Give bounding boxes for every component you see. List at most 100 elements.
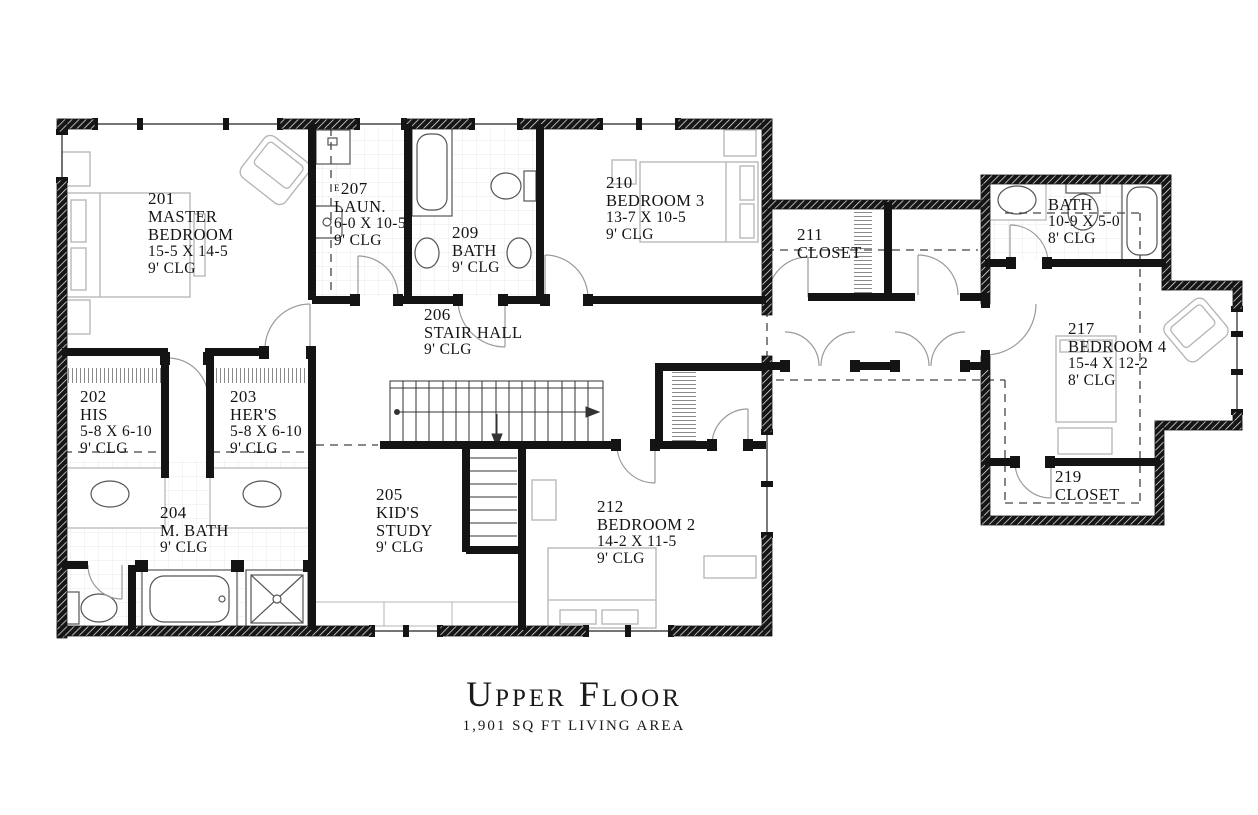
room-ceiling: 9' CLG	[376, 538, 424, 556]
room-dims: 15-5 X 14-5	[148, 242, 229, 260]
armchair-master	[239, 134, 311, 206]
room-label-bedroom-2: 212 BEDROOM 2 14-2 X 11-5 9' CLG	[597, 497, 695, 568]
room-dims: 5-8 X 6-10	[230, 423, 303, 441]
sink-icon	[242, 480, 282, 508]
room-label-closet-219: 219 CLOSET	[1055, 467, 1120, 505]
door-corridor-right	[930, 331, 966, 367]
room-ceiling: 9' CLG	[334, 231, 382, 249]
room-number: 212	[597, 497, 624, 516]
room-dims: 10-9 X 5-0	[1048, 212, 1121, 230]
room-number: 205	[376, 485, 403, 504]
toilet-icon	[523, 170, 537, 202]
room-label-bedroom-4: 217 BEDROOM 4 15-4 X 12-2 8' CLG	[1068, 319, 1167, 390]
room-name: BATH	[452, 241, 497, 261]
room-label-kids-study: 205 KID'S STUDY 9' CLG	[376, 485, 434, 557]
builtin-desk	[313, 601, 523, 627]
stairs	[313, 380, 604, 627]
electrical-panel-marker: E	[334, 183, 340, 193]
room-name: BEDROOM 4	[1068, 337, 1167, 357]
door-master	[264, 303, 311, 350]
room-ceiling: 9' CLG	[452, 259, 500, 277]
closet-shelving	[64, 206, 872, 443]
room-dims: 14-2 X 11-5	[597, 533, 677, 551]
room-name: BEDROOM 3	[606, 191, 705, 211]
room-number: 207	[340, 179, 368, 198]
room-label-his-closet: 202 HIS 5-8 X 6-10 9' CLG	[80, 387, 152, 458]
room-name: MASTER BEDROOM	[148, 207, 234, 245]
interior-walls	[62, 124, 1166, 630]
room-number: 211	[797, 225, 824, 244]
door-bedroom2-closet	[711, 408, 749, 446]
stair-direction-arrow	[585, 406, 601, 418]
room-dims: 13-7 X 10-5	[606, 209, 687, 227]
exterior-walls	[56, 118, 1243, 639]
room-number: 209	[452, 223, 479, 242]
door-closet211	[767, 256, 809, 298]
sink-icon	[997, 185, 1037, 215]
room-label-master-bedroom: 201 MASTER BEDROOM 15-5 X 14-5 9' CLG	[148, 189, 243, 277]
bed-bedroom2	[547, 547, 657, 629]
room-label-bath-209: 209 BATH 9' CLG	[452, 223, 500, 277]
plan-title: Upper Floor	[466, 674, 682, 714]
room-ceiling: 8' CLG	[1048, 229, 1096, 247]
door-corridor-right	[894, 331, 930, 367]
room-name: CLOSET	[797, 243, 862, 263]
door-hall-closet	[917, 254, 959, 296]
room-ceiling: 9' CLG	[230, 439, 278, 457]
room-name: KID'S STUDY	[376, 503, 434, 541]
stair-arrow-start	[394, 409, 400, 415]
room-label-master-bath: 204 M. BATH 9' CLG	[160, 503, 229, 557]
room-ceiling: 9' CLG	[148, 259, 196, 277]
door-bedroom3	[544, 254, 589, 299]
door-bath209	[457, 299, 506, 348]
title-block: Upper Floor 1,901 SQ FT LIVING AREA	[399, 674, 749, 735]
armchair-bedroom4	[1163, 297, 1229, 363]
room-ceiling: 9' CLG	[424, 341, 472, 359]
room-dims: 15-4 X 12-2	[1068, 355, 1149, 373]
room-ceiling: 9' CLG	[80, 439, 128, 457]
sink-icon	[414, 237, 440, 269]
room-name: LAUN.	[334, 197, 386, 217]
room-name: M. BATH	[160, 521, 229, 541]
room-ceiling: 9' CLG	[597, 549, 645, 567]
room-label-laundry: E207 LAUN. 6-0 X 10-5 9' CLG	[334, 179, 407, 250]
plan-subtitle: 1,901 SQ FT LIVING AREA	[462, 717, 686, 734]
room-dims: 6-0 X 10-5	[334, 215, 407, 233]
room-ceiling: 8' CLG	[1068, 371, 1116, 389]
room-number: 203	[230, 387, 257, 406]
bench	[193, 213, 206, 277]
room-number: 217	[1068, 319, 1095, 338]
room-label-bedroom-3: 210 BEDROOM 3 13-7 X 10-5 9' CLG	[606, 173, 705, 244]
door-toilet-room	[87, 564, 123, 600]
room-ceiling: 9' CLG	[606, 225, 654, 243]
room-name: BATH	[1048, 195, 1093, 214]
room-name: STAIR HALL	[424, 323, 523, 343]
room-number: 201	[148, 189, 175, 208]
washer-icon	[315, 129, 351, 165]
door-bedroom4	[984, 303, 1037, 356]
room-name: HER'S	[230, 405, 278, 425]
room-number: 204	[160, 503, 187, 522]
toilet-icon	[65, 591, 80, 625]
door-jambs	[135, 257, 1055, 572]
bed-bedroom3	[639, 161, 759, 243]
room-number: 219	[1055, 467, 1082, 486]
door-corridor-left	[784, 331, 820, 367]
room-number: 202	[80, 387, 107, 406]
door-upper-bath	[1009, 224, 1049, 264]
sink-icon	[506, 237, 532, 269]
dashed-lines	[64, 128, 1141, 504]
door-laundry	[357, 255, 399, 297]
room-name: CLOSET	[1055, 485, 1120, 505]
room-label-hers-closet: 203 HER'S 5-8 X 6-10 9' CLG	[230, 387, 303, 458]
room-number: 206	[424, 305, 451, 324]
room-label-stair-hall: 206 STAIR HALL 9' CLG	[424, 305, 523, 359]
room-label-closet-211: 211 CLOSET	[797, 225, 862, 263]
room-label-upper-bath: BATH 10-9 X 5-0 8' CLG	[1048, 196, 1120, 247]
stair-down-arrow	[491, 433, 503, 449]
door-bedroom2	[616, 444, 656, 484]
door-corridor-left	[820, 331, 856, 367]
sink-icon	[90, 480, 130, 508]
